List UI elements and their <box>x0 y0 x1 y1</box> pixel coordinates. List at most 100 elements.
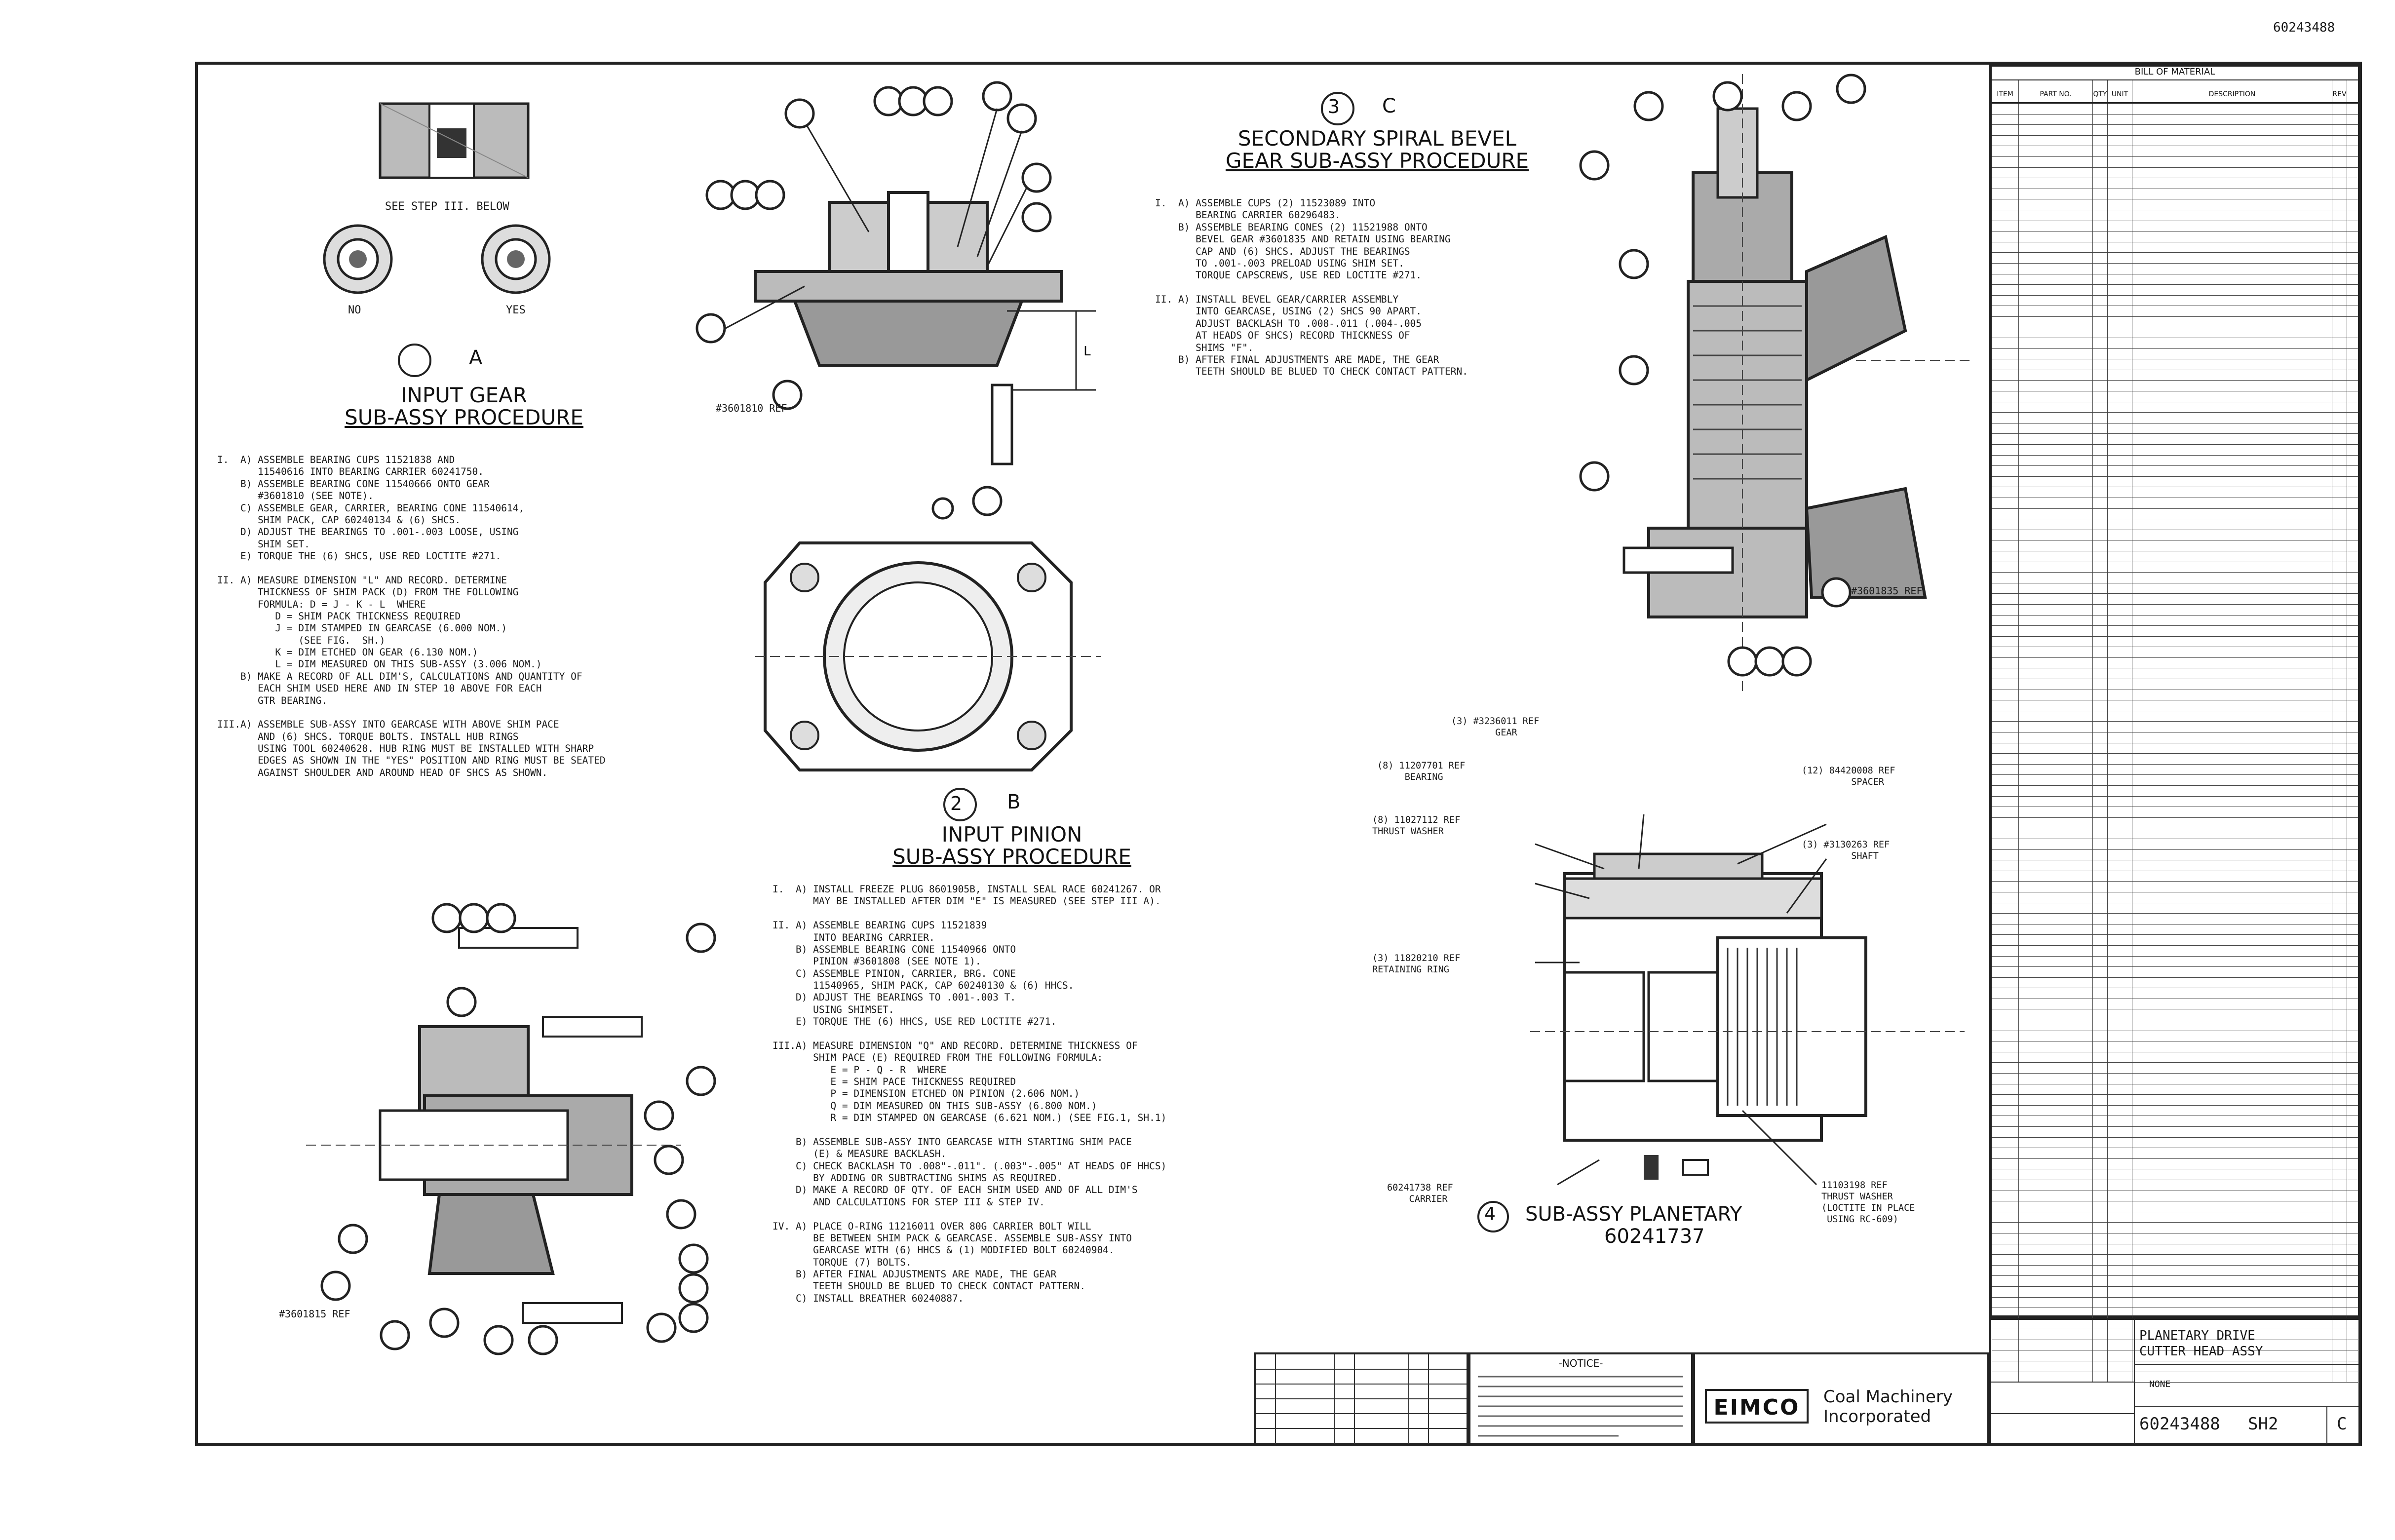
step-a-ref: #3601810 REF <box>716 402 787 414</box>
bom-cell <box>1992 1095 2019 1105</box>
bom-cell <box>2132 253 2332 263</box>
bom-cell <box>2108 647 2132 657</box>
bom-row <box>1992 615 2358 626</box>
bom-cell <box>2093 636 2108 647</box>
bom-cell <box>2132 285 2332 295</box>
bom-cell <box>2132 551 2332 562</box>
bom-cell <box>1992 1201 2019 1212</box>
bom-header-row: ITEM PART NO. QTY UNIT DESCRIPTION REV <box>1992 80 2358 104</box>
bom-row <box>1992 434 2358 445</box>
bom-cell <box>2332 1276 2347 1286</box>
bom-cell <box>2108 1158 2132 1169</box>
bom-cell <box>2019 466 2093 476</box>
see-step-label: SEE STEP III. BELOW <box>385 200 509 213</box>
bom-cell <box>2093 796 2108 807</box>
bom-cell <box>2132 1020 2332 1031</box>
bom-row <box>1992 839 2358 850</box>
bom-header-item: ITEM <box>1992 80 2019 102</box>
bom-cell <box>2108 189 2132 199</box>
bom-cell <box>2332 764 2347 775</box>
bom-cell <box>2019 530 2093 540</box>
bom-cell <box>2108 807 2132 817</box>
bom-cell <box>2132 775 2332 785</box>
bom-cell <box>2108 381 2132 391</box>
bom-cell <box>1992 1286 2019 1297</box>
bom-cell <box>2093 1297 2108 1308</box>
bom-cell <box>1992 871 2019 882</box>
bom-cell <box>2093 370 2108 381</box>
bom-row <box>1992 1244 2358 1255</box>
bom-cell <box>2332 988 2347 999</box>
bom-cell <box>2019 221 2093 231</box>
bom-cell <box>2093 530 2108 540</box>
bom-cell <box>2332 700 2347 711</box>
bom-cell <box>2132 1116 2332 1126</box>
bom-cell <box>2108 455 2132 466</box>
bom-cell <box>2332 817 2347 828</box>
bom-cell <box>2108 562 2132 573</box>
bom-cell <box>2019 828 2093 839</box>
bom-row <box>1992 242 2358 253</box>
bom-row <box>1992 1223 2358 1233</box>
bom-cell <box>2019 562 2093 573</box>
bom-cell <box>2332 786 2347 796</box>
bom-row <box>1992 306 2358 317</box>
bom-cell <box>2093 732 2108 743</box>
bom-row <box>1992 924 2358 935</box>
bom-cell <box>2019 849 2093 860</box>
bom-cell <box>2332 423 2347 434</box>
bom-cell <box>2332 1116 2347 1126</box>
bom-cell <box>2108 1308 2132 1318</box>
bom-cell <box>2108 445 2132 455</box>
bom-cell <box>2019 1158 2093 1169</box>
step-a-badge <box>398 344 431 377</box>
bom-cell <box>2132 1169 2332 1180</box>
bom-cell <box>2108 903 2132 914</box>
bom-cell <box>2332 647 2347 657</box>
bom-row <box>1992 540 2358 551</box>
bom-cell <box>2019 1265 2093 1276</box>
bom-cell <box>2332 156 2347 167</box>
bom-cell <box>2093 253 2108 263</box>
bom-cell <box>2108 327 2132 338</box>
bom-cell <box>2019 1116 2093 1126</box>
bom-cell <box>2093 903 2108 914</box>
bom-cell <box>2108 508 2132 519</box>
bom-row <box>1992 370 2358 381</box>
bom-cell <box>2332 1180 2347 1191</box>
bom-cell <box>1992 903 2019 914</box>
bom-cell <box>1992 1009 2019 1020</box>
bom-cell <box>2132 839 2332 849</box>
bom-cell <box>1992 615 2019 626</box>
bom-cell <box>2093 860 2108 871</box>
step-b-number: 2 <box>950 793 963 814</box>
bom-row <box>1992 743 2358 754</box>
bom-cell <box>2093 231 2108 242</box>
bom-row <box>1992 221 2358 232</box>
bom-cell <box>2093 1191 2108 1201</box>
bom-cell <box>2019 1031 2093 1041</box>
bom-row <box>1992 988 2358 999</box>
bom-cell <box>2132 466 2332 476</box>
bom-cell <box>2332 1329 2347 1340</box>
bom-cell <box>2332 1233 2347 1244</box>
bom-cell <box>2332 935 2347 945</box>
bom-row <box>1992 1372 2358 1383</box>
bom-cell <box>1992 1105 2019 1116</box>
bom-cell <box>1992 1020 2019 1031</box>
bom-row <box>1992 796 2358 808</box>
bom-cell <box>2019 189 2093 199</box>
bom-cell <box>2093 615 2108 626</box>
bom-cell <box>2132 1212 2332 1223</box>
bom-row <box>1992 711 2358 722</box>
company-line2: Incorporated <box>1823 1407 1931 1426</box>
bom-cell <box>2108 786 2132 796</box>
bom-cell <box>2019 935 2093 945</box>
bom-cell <box>2332 711 2347 722</box>
bom-cell <box>1992 263 2019 274</box>
bom-cell <box>1992 754 2019 764</box>
bom-cell <box>2332 849 2347 860</box>
bom-cell <box>2019 231 2093 242</box>
bom-cell <box>1992 882 2019 892</box>
bom-cell <box>2132 1095 2332 1105</box>
